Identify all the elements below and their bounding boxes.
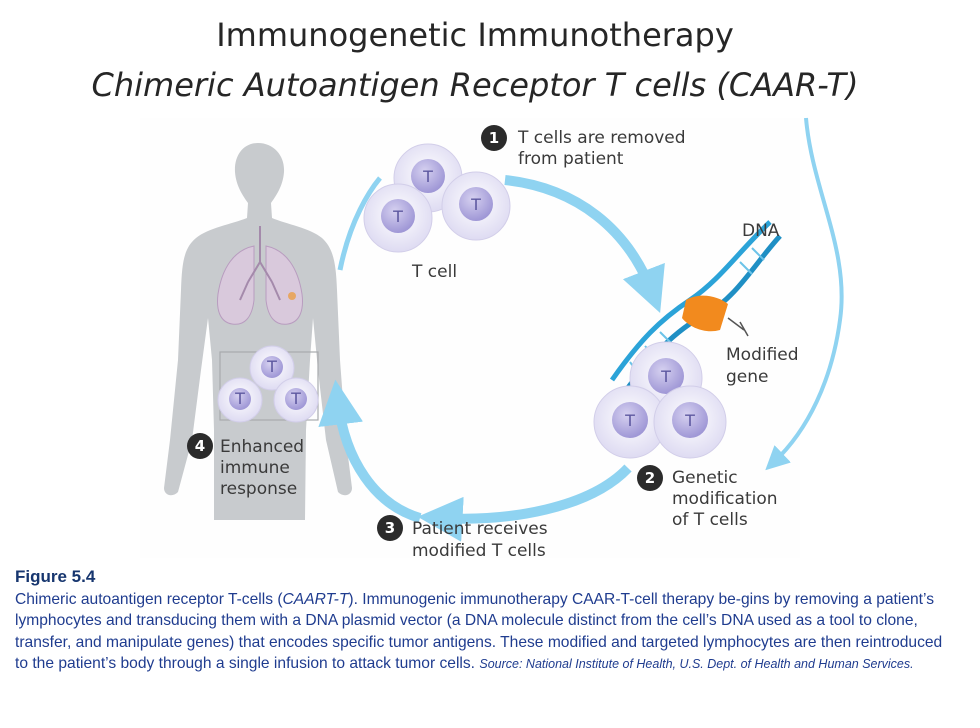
- step-2-line1: Genetic: [672, 468, 738, 488]
- step-3: 3 Patient receives modified T cells: [377, 515, 548, 561]
- arrow-step3-to-4: [318, 379, 422, 523]
- t-cell-letter: T: [234, 389, 245, 408]
- human-body: [164, 143, 352, 520]
- arrow-step2-to-3: [417, 464, 632, 542]
- step-2: 2 Genetic modification of T cells: [637, 465, 778, 530]
- step-3-number: 3: [385, 519, 395, 537]
- step-4-line1: Enhanced: [220, 437, 304, 457]
- step-4-line3: response: [220, 479, 297, 499]
- step-4-badge: [187, 433, 213, 459]
- step-1-number: 1: [489, 129, 499, 147]
- t-cell: T: [363, 183, 433, 253]
- step-1-line2: from patient: [518, 149, 624, 169]
- figure-caption: Figure 5.4 Chimeric autoantigen receptor…: [15, 566, 945, 676]
- step-3-line1: Patient receives: [412, 519, 548, 539]
- t-cell: T: [593, 385, 667, 459]
- pointer-line: [727, 317, 749, 337]
- caption-italic-term: CAART-T: [282, 590, 349, 608]
- step-2-line3: of T cells: [672, 510, 748, 530]
- step-3-line2: modified T cells: [412, 541, 546, 561]
- lungs-illustration: [217, 226, 303, 325]
- step-2-number: 2: [645, 469, 655, 487]
- step-1-badge: [481, 125, 507, 151]
- t-cell: T: [441, 171, 511, 241]
- caption-text-part1: Chimeric autoantigen receptor T-cells (: [15, 590, 283, 608]
- t-cell-letter: T: [290, 389, 301, 408]
- caption-source: Source: National Institute of Health, U.…: [479, 657, 914, 671]
- side-arrow: [765, 117, 844, 471]
- arrow-body-to-tcells: [337, 176, 382, 271]
- tumor-spot: [288, 292, 296, 300]
- dna-helix: DNA Modified gene: [609, 220, 799, 398]
- tcell-cluster-removed: T T T T cell: [363, 143, 511, 282]
- step-2-line2: modification: [672, 489, 778, 509]
- tcell-cluster-modified: T T T: [593, 341, 727, 459]
- dna-label: DNA: [742, 221, 780, 241]
- arrow-step1-to-2: [504, 175, 665, 313]
- step-2-badge: [637, 465, 663, 491]
- modified-gene-segment: [682, 295, 728, 332]
- t-cell-letter: T: [422, 167, 433, 186]
- t-cell: T: [249, 345, 295, 391]
- t-cell: T: [217, 377, 263, 423]
- t-cell-letter: T: [660, 367, 671, 386]
- step-4: 4 Enhanced immune response: [187, 433, 304, 499]
- tcell-label: T cell: [411, 262, 457, 282]
- t-cell: T: [273, 377, 319, 423]
- tcell-cluster-body: T T T: [217, 345, 319, 423]
- slide-subtitle: Chimeric Autoantigen Receptor T cells (C…: [91, 66, 859, 104]
- process-arrows: [318, 175, 665, 542]
- t-cell-letter: T: [392, 207, 403, 226]
- t-cell-letter: T: [684, 411, 695, 430]
- modified-gene-line2: gene: [726, 367, 768, 387]
- step-1-line1: T cells are removed: [517, 128, 686, 148]
- t-cell-letter: T: [470, 195, 481, 214]
- step-4-line2: immune: [220, 458, 290, 478]
- step-1: 1 T cells are removed from patient: [481, 125, 686, 169]
- t-cell-letter: T: [624, 411, 635, 430]
- t-cell-letter: T: [266, 357, 277, 376]
- slide-title: Immunogenetic Immunotherapy: [216, 16, 734, 54]
- caar-t-diagram: T T T T cell DNA Modified gene: [164, 117, 844, 561]
- caption-text-part2: ). Immunogenic immunotherapy CAAR-T-cell…: [15, 590, 943, 673]
- t-cell: T: [653, 385, 727, 459]
- figure-label: Figure 5.4: [15, 567, 96, 586]
- step-4-number: 4: [195, 437, 205, 455]
- modified-gene-line1: Modified: [726, 345, 799, 365]
- step-3-badge: [377, 515, 403, 541]
